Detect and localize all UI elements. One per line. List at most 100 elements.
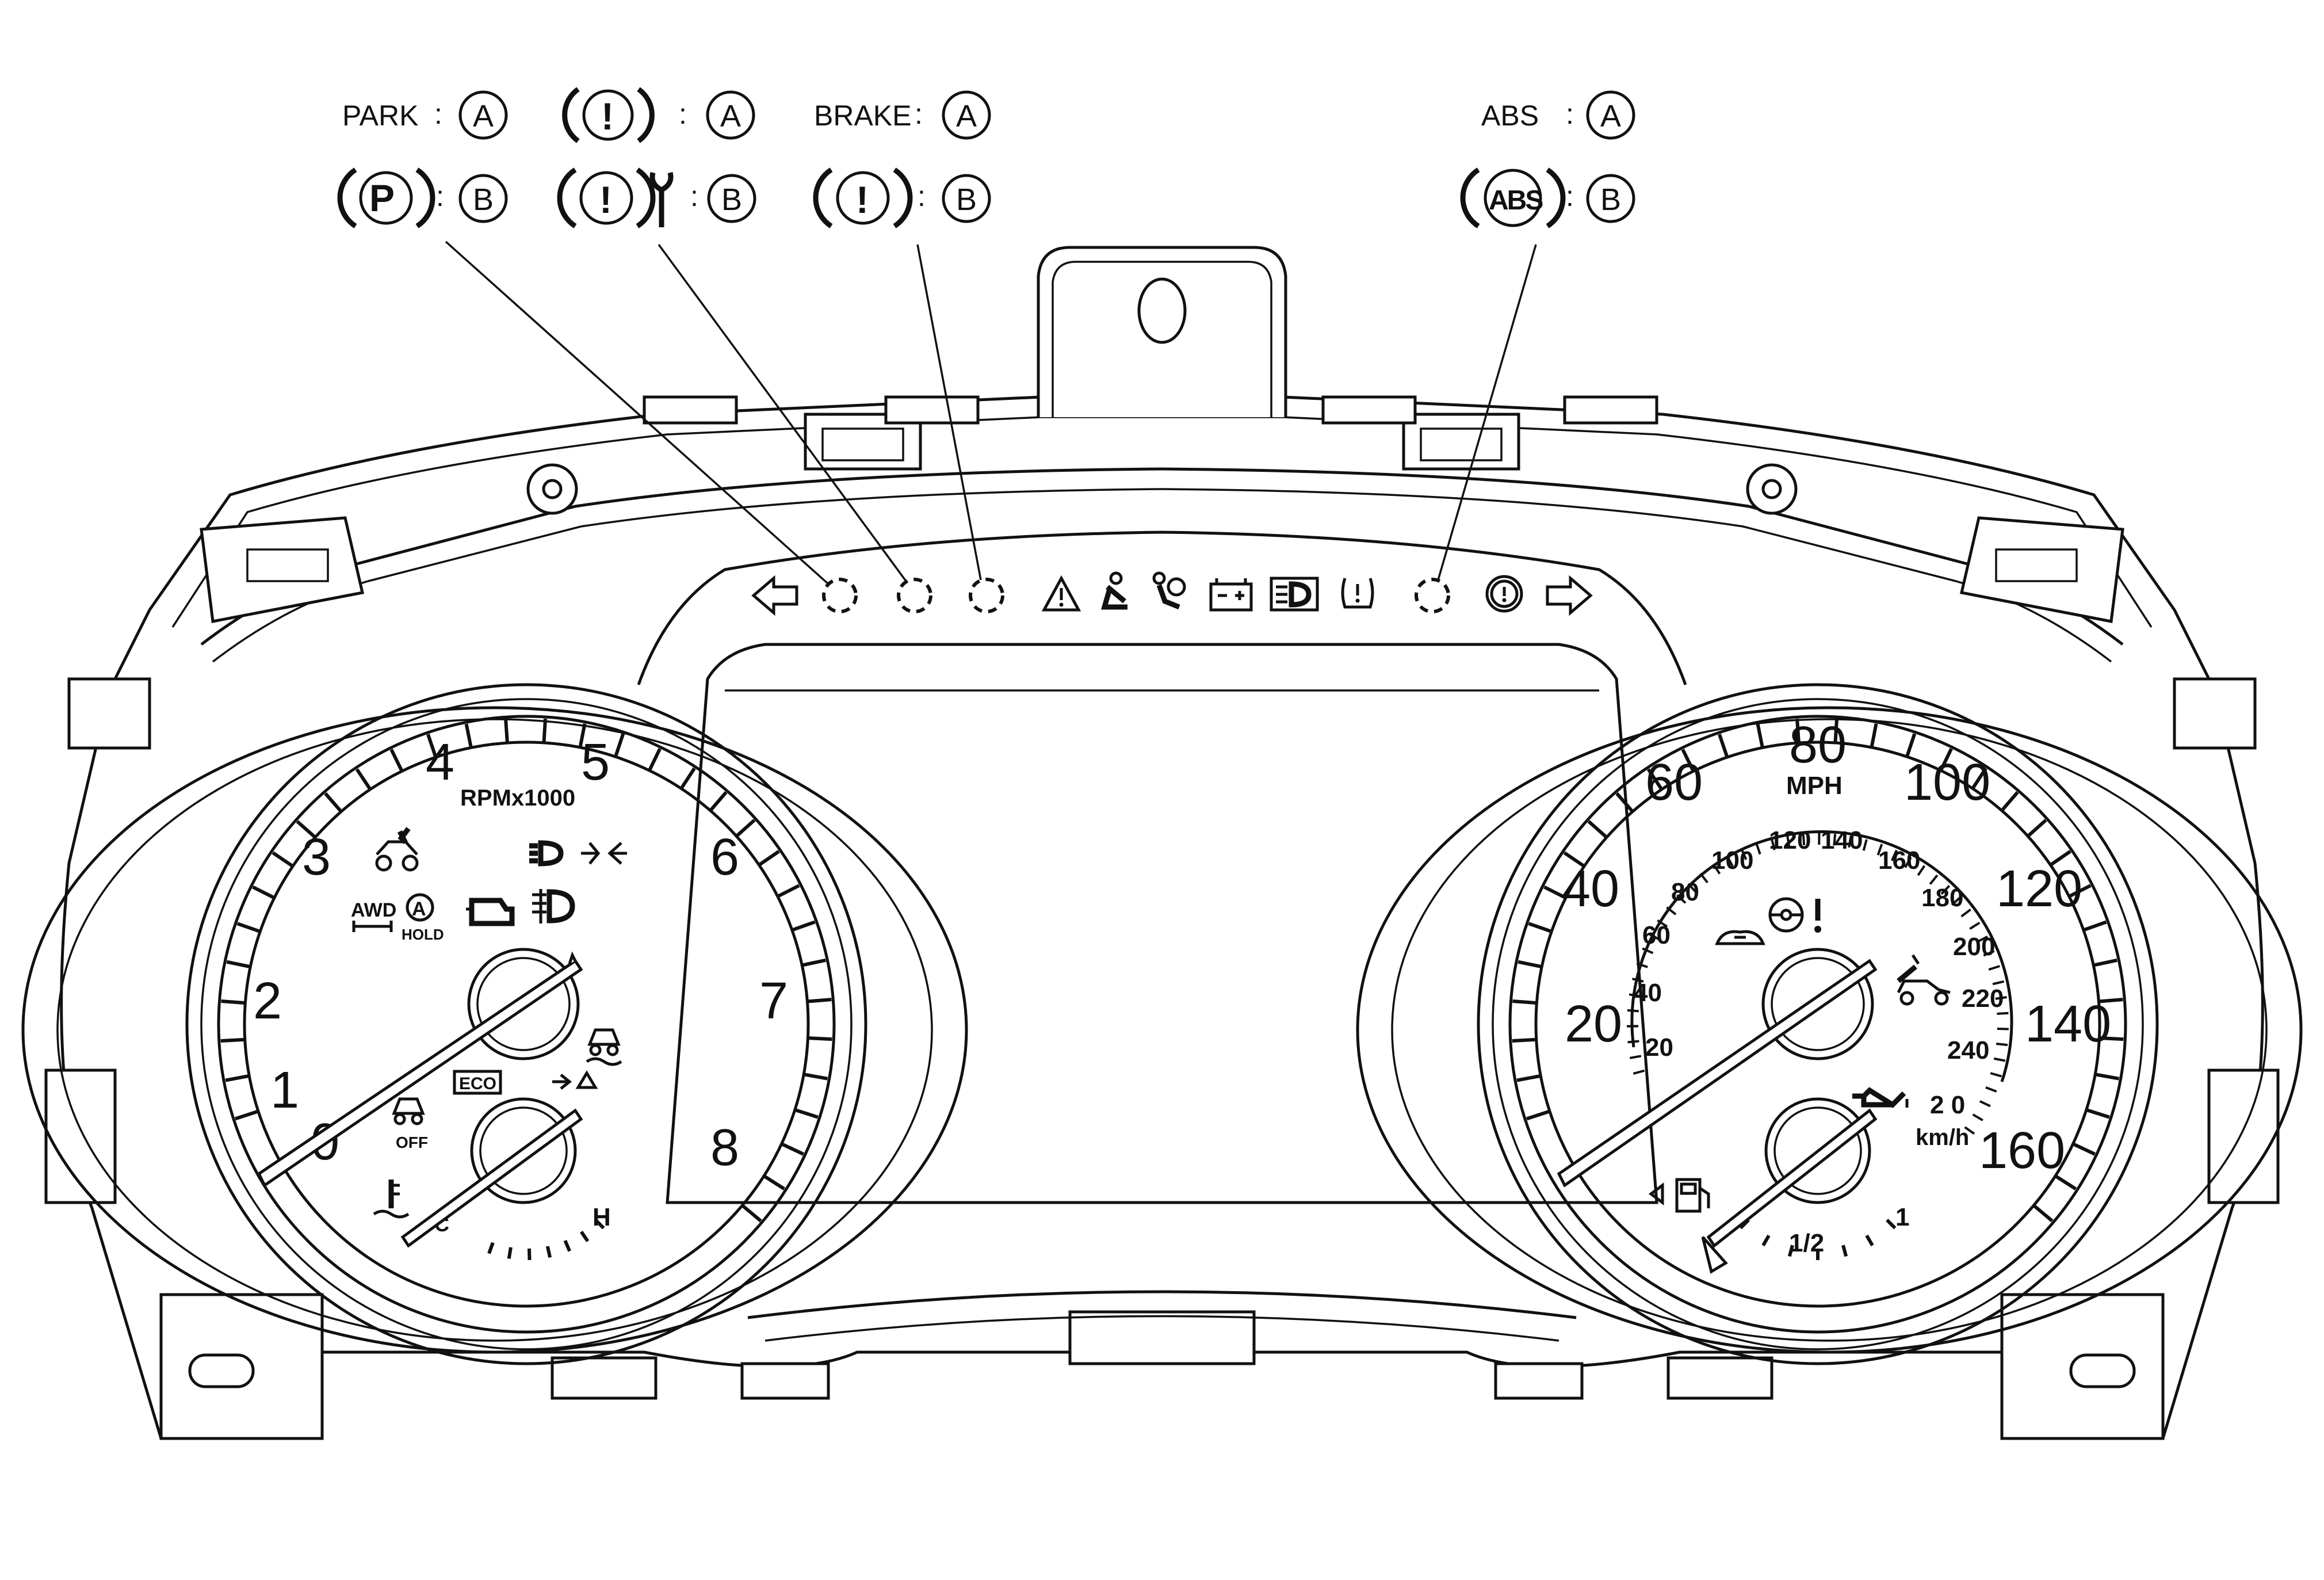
tach-tick	[221, 1040, 244, 1041]
mph-tick	[1589, 821, 1606, 837]
mph-tick	[2035, 1206, 2052, 1221]
kmh-tick	[1633, 1071, 1644, 1074]
awd-icon: AWD	[351, 899, 396, 932]
mph-tick	[1513, 1001, 1536, 1003]
tach-tick	[273, 853, 292, 865]
tach-tick	[682, 768, 694, 787]
park-text-label: PARK	[342, 100, 418, 132]
kmh-label-180: 180	[1921, 884, 1963, 912]
auto-high-beam-icon	[529, 843, 561, 864]
svg-text:OFF: OFF	[396, 1134, 428, 1151]
traction-control-icon	[587, 1030, 621, 1064]
temp-tick	[565, 1241, 569, 1251]
fuel-tick	[1887, 1220, 1895, 1228]
oil-pressure-icon	[1852, 1090, 1907, 1108]
tach-tick	[544, 719, 545, 742]
brake-text-label: BRAKE	[814, 100, 912, 132]
svg-text:A: A	[412, 898, 426, 920]
fuel-full-label: 1	[1895, 1203, 1909, 1231]
mph-tick	[1518, 962, 1541, 967]
fuel-pump-icon	[1651, 1180, 1708, 1211]
tach-tick	[793, 922, 815, 929]
kmh-label-160: 160	[1878, 846, 1920, 875]
tach-tick	[238, 923, 259, 931]
transmission-warning-icon	[1487, 577, 1522, 611]
kmh-label-100: 100	[1711, 846, 1753, 875]
skid-warning-icon	[377, 829, 417, 870]
tach-tick	[796, 1110, 818, 1117]
mph-label-60: 60	[1645, 754, 1703, 811]
kmh-tick	[1997, 1013, 2008, 1014]
tach-label-2: 2	[253, 972, 282, 1030]
tach-tick	[235, 1112, 257, 1119]
svg-text:AWD: AWD	[351, 899, 396, 921]
tach-tick	[809, 1038, 832, 1039]
tach-tick	[711, 792, 726, 810]
airbag-icon	[1154, 573, 1184, 607]
mph-label-40: 40	[1562, 860, 1619, 918]
kmh-label-60: 60	[1642, 921, 1671, 949]
tach-tick	[782, 1144, 803, 1154]
kmh-label-20: 20	[1645, 1033, 1673, 1062]
park-letter-a: A	[460, 92, 506, 138]
kmh-label-120: 120	[1769, 826, 1811, 854]
battery-icon	[1211, 578, 1251, 610]
mph-tick	[1527, 1112, 1549, 1119]
svg-text:A: A	[1600, 99, 1621, 133]
kmh-tick	[1986, 1087, 1997, 1092]
svg-text:B: B	[473, 182, 494, 217]
brake-letter-a: A	[943, 92, 989, 138]
hood-open-icon	[1898, 955, 1950, 1004]
legend: PARK : A P : B ! : A ! :	[340, 89, 1634, 227]
tach-tick	[506, 719, 507, 742]
abs-separator-b: :	[1566, 180, 1574, 212]
brake-warning-separator-b: :	[690, 180, 698, 212]
mph-label-140: 140	[2025, 995, 2111, 1053]
temp-tick	[548, 1246, 550, 1258]
speedometer: 20 40 60 80 100 120 140 160 MPH 20 40 60…	[1358, 685, 2301, 1364]
kmh-tick	[1994, 1059, 2005, 1061]
abs-text-label: ABS	[1481, 100, 1539, 132]
fuel-tick	[1763, 1235, 1769, 1245]
front-fog-icon	[532, 889, 572, 923]
svg-text:B: B	[1600, 182, 1621, 217]
brake-warning-letter-a: A	[708, 92, 754, 138]
steering-warning-icon	[1770, 899, 1821, 933]
kmh-label-40: 40	[1634, 979, 1662, 1007]
kmh-tick	[1989, 966, 2000, 970]
mph-label-100: 100	[1904, 754, 1990, 811]
left-turn-icon	[754, 578, 797, 613]
center-display	[639, 532, 1685, 1203]
seatbelt-icon	[1104, 573, 1127, 607]
tach-tick	[221, 1001, 244, 1003]
svg-text:!: !	[599, 178, 612, 221]
eco-badge: ECO	[454, 1071, 500, 1093]
brake-warning-lamp-position	[899, 579, 931, 612]
mph-unit: MPH	[1786, 772, 1843, 800]
svg-text:B: B	[956, 182, 977, 217]
svg-text:!: !	[601, 95, 614, 138]
svg-text:B: B	[721, 182, 742, 217]
mph-tick	[1758, 724, 1763, 746]
right-turn-icon	[1547, 578, 1591, 613]
mph-tick	[1908, 734, 1915, 755]
mph-tick	[1872, 724, 1876, 746]
tach-label-5: 5	[581, 734, 610, 791]
kmh-label-200: 200	[1953, 933, 1995, 961]
abs-separator-a: :	[1566, 98, 1574, 130]
tach-tick	[808, 999, 831, 1001]
mph-label-20: 20	[1565, 995, 1622, 1053]
brake-separator-a: :	[915, 98, 923, 130]
headlight-icon	[1271, 578, 1317, 610]
tach-tick	[326, 793, 341, 811]
mph-tick	[2094, 960, 2117, 965]
kmh-tick	[1980, 1101, 1990, 1106]
tpms-icon	[1343, 578, 1373, 607]
temp-tick	[581, 1232, 587, 1242]
kmh-tick	[1996, 1044, 2008, 1045]
mph-tick	[2088, 1110, 2109, 1117]
mph-label-80: 80	[1789, 716, 1847, 774]
svg-text:HOLD: HOLD	[402, 926, 444, 943]
kmh-tick	[1990, 1073, 2001, 1076]
